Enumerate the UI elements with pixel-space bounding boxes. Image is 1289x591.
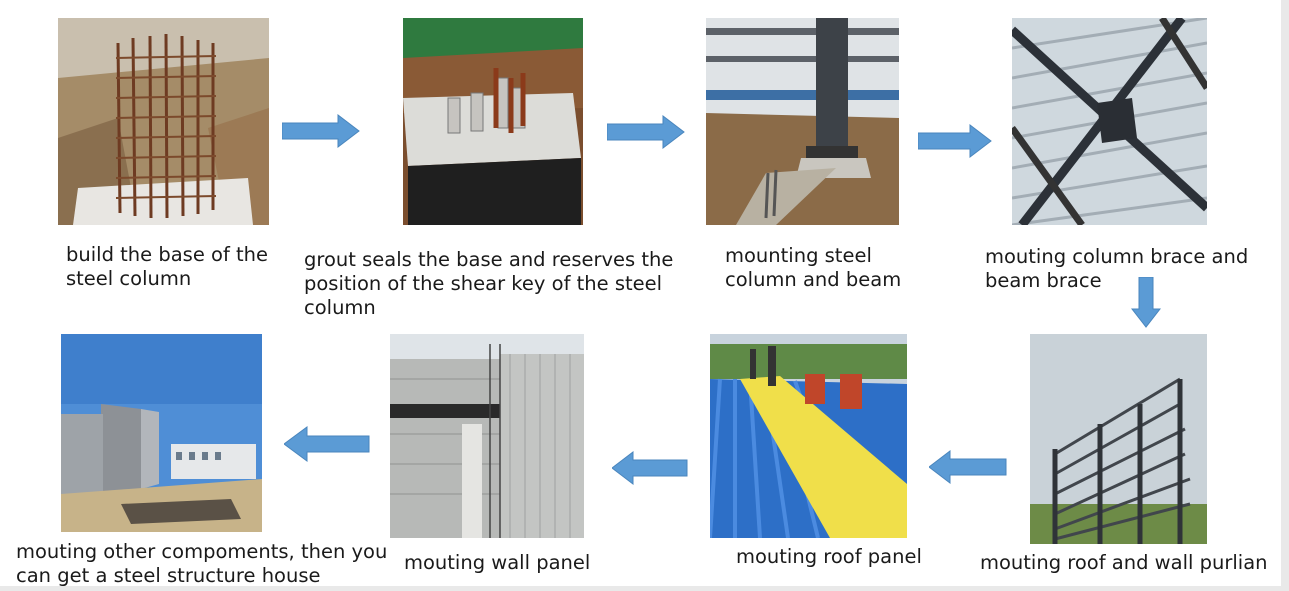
step-2-caption: grout seals the base and reserves the po… — [304, 248, 674, 319]
finished-house-photo — [61, 334, 262, 532]
step-4-caption: mouting column brace and beam brace — [985, 245, 1249, 292]
anchor-bolts-photo — [403, 18, 583, 225]
arrow-left-icon — [929, 450, 1007, 484]
arrow-right-icon — [607, 115, 685, 149]
page-frame-right — [1281, 0, 1289, 591]
wall-panel-photo — [390, 334, 584, 538]
arrow-right-icon — [918, 124, 992, 158]
step-6-caption: mouting roof panel — [736, 545, 922, 568]
step-3-caption: mounting steel column and beam — [725, 244, 902, 291]
page-frame-bottom — [0, 586, 1289, 591]
roof-panel-photo — [710, 334, 907, 538]
step-7-caption: mouting wall panel — [404, 551, 591, 574]
cross-brace-photo — [1012, 18, 1207, 225]
steel-column-photo — [706, 18, 899, 225]
step-8-caption: mouting other compoments, then you can g… — [16, 540, 388, 587]
step-5-caption: mouting roof and wall purlian — [980, 551, 1268, 574]
step-1-caption: build the base of the steel column — [66, 243, 269, 290]
arrow-right-icon — [282, 114, 360, 148]
arrow-left-icon — [284, 426, 370, 462]
purlin-frame-photo — [1030, 334, 1207, 544]
arrow-left-icon — [612, 451, 688, 485]
arrow-down-icon — [1131, 277, 1161, 328]
rebar-cage-photo — [58, 18, 269, 225]
